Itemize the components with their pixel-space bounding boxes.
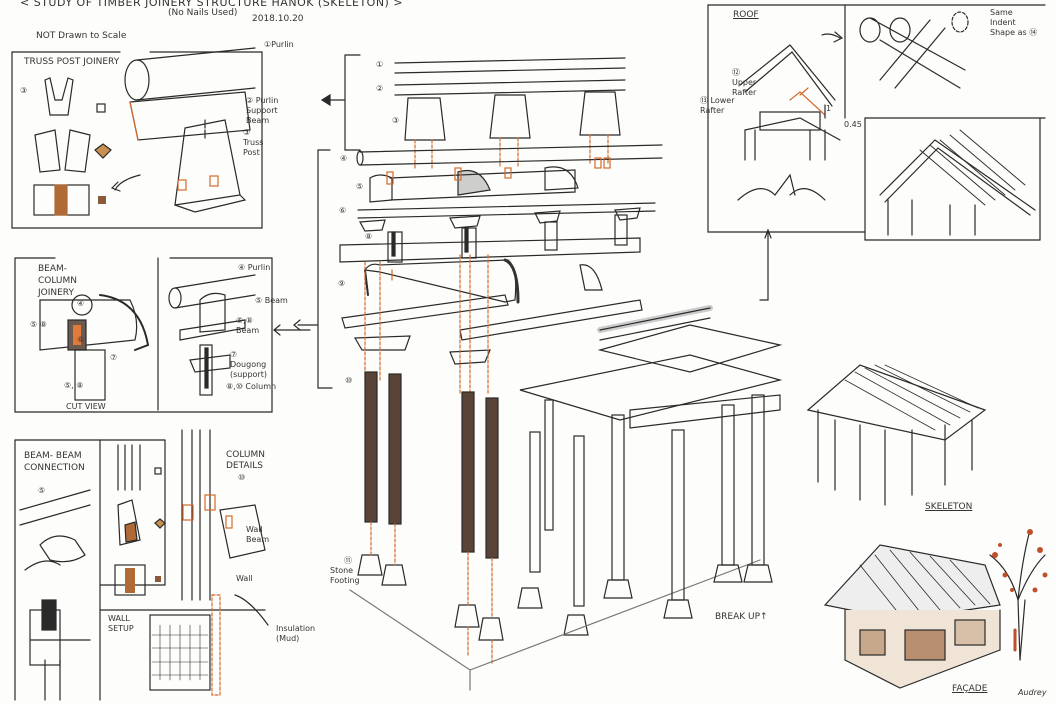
label-column-810: ⑧,⑩ Column	[226, 382, 277, 391]
roof-title: ROOF	[733, 10, 759, 20]
skeleton-label: SKELETON	[925, 502, 973, 512]
signature: Audrey	[1018, 688, 1047, 697]
label-58-bottom: ⑤, ⑧	[64, 381, 84, 390]
assembled-frame	[519, 305, 783, 619]
lower-rafter-label: ⑬ Lower Rafter	[700, 96, 735, 115]
label-beam-5: ⑤ Beam	[255, 296, 288, 305]
num-10: ⑩	[345, 376, 353, 385]
truss-purlin	[124, 47, 256, 101]
label-purlin-4: ④ Purlin	[238, 263, 271, 272]
stone-footing-label: Stone Footing	[330, 566, 360, 585]
num-5: ⑤	[356, 182, 364, 191]
num-8: ⑧	[365, 232, 373, 241]
num-3: ③	[392, 116, 400, 125]
stone-footings	[357, 554, 589, 641]
insulation-label: Insulation (Mud)	[276, 624, 316, 643]
label-3: ③	[20, 86, 28, 95]
truss-posts	[404, 91, 621, 141]
break-up-label: BREAK UP↑	[715, 612, 768, 622]
label-4-mid: ④	[77, 299, 85, 308]
scale-note: NOT Drawn to Scale	[36, 31, 127, 41]
num-9: ⑨	[338, 279, 346, 288]
label-truss-post: ③ Truss Post	[243, 128, 264, 157]
label-dougong: ⑦ Dougong (support)	[230, 350, 267, 379]
skeleton-sketch	[806, 364, 987, 506]
label-beam-58: ⑤,⑧ Beam	[236, 316, 260, 335]
beam-beam-title: BEAM- BEAM CONNECTION	[24, 451, 85, 473]
num-4: ④	[340, 154, 348, 163]
wall-beam-label: Wall Beam	[246, 525, 270, 544]
label-purlin-support: ② Purlin Support Beam	[246, 96, 279, 125]
exploded-columns	[364, 371, 585, 607]
label-5-beam-beam: ⑤	[38, 486, 46, 495]
wall-setup-label: WALL SETUP	[108, 614, 134, 633]
truss-panel-title: TRUSS POST JOINERY	[24, 57, 120, 67]
truss-panel-frame	[11, 51, 263, 229]
label-58-left: ⑤ ⑧	[30, 320, 47, 329]
upper-rafter-label: ⑫ Upper Rafter	[732, 68, 757, 97]
label-purlin-1: ①Purlin	[264, 40, 294, 49]
beam-column-frame	[14, 257, 273, 413]
label-6-mid: ⑥	[77, 335, 85, 344]
label-10-column: ⑩	[238, 473, 246, 482]
wall-label: Wall	[236, 574, 253, 583]
facade-label: FAÇADE	[952, 684, 988, 694]
num-2: ②	[376, 84, 384, 93]
one-label: 1	[826, 104, 832, 113]
indent-note: Same Indent Shape as ⑭	[990, 8, 1038, 37]
cut-view-label: CUT VIEW	[66, 402, 106, 411]
ratio-label: 0.45	[844, 120, 862, 129]
page-title: < STUDY OF TIMBER JOINERY STRUCTURE HANO…	[20, 0, 404, 9]
label-7-right: ⑦	[110, 353, 118, 362]
page-subtitle: (No Nails Used)	[168, 8, 238, 18]
date-label: 2018.10.20	[252, 14, 304, 24]
beam-column-title: BEAM- COLUMN JOINERY	[38, 264, 78, 298]
num-11: ⑪	[344, 556, 352, 565]
facade-sketch	[823, 544, 1001, 689]
num-1: ①	[376, 60, 384, 69]
tree-sketch	[989, 529, 1048, 661]
roof-panel-frame	[707, 4, 1046, 241]
num-6: ⑥	[339, 206, 347, 215]
column-details-title: COLUMN DETAILS	[226, 450, 266, 471]
